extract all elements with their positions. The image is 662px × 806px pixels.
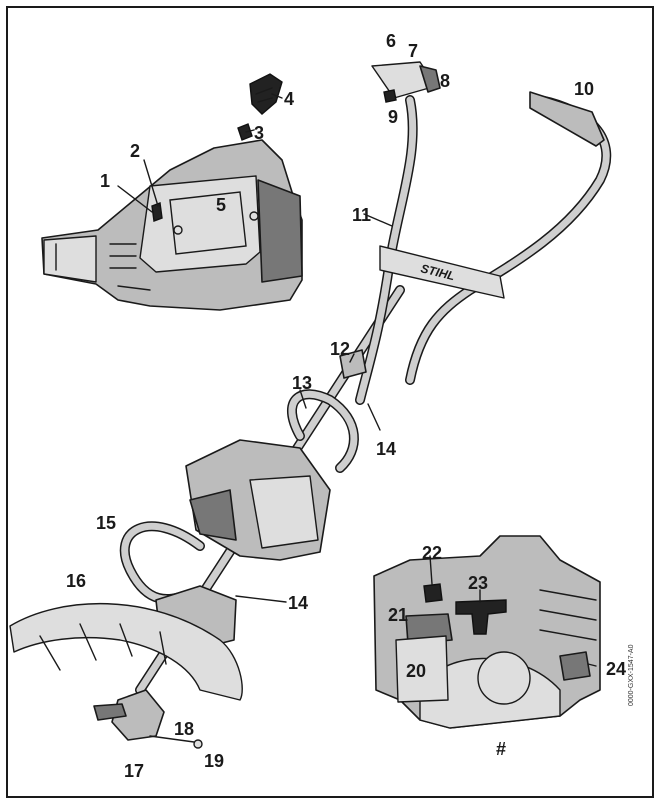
callout-22: 22 [422, 543, 443, 563]
callout-11: 11 [352, 205, 372, 225]
engine-housing [41, 139, 303, 311]
callout-23: 23 [468, 573, 489, 593]
callout-10: 10 [574, 79, 595, 99]
motor-unit [185, 439, 331, 561]
part-4-lever [249, 73, 283, 115]
deflector-guard [9, 603, 243, 701]
callout-15: 15 [96, 513, 117, 533]
callout-1: 1 [100, 171, 111, 191]
callout-24: 24 [606, 659, 627, 679]
callout-4: 4 [284, 89, 295, 109]
callout-16: 16 [66, 571, 87, 591]
callout-19: 19 [204, 751, 225, 771]
part-3-knob [237, 123, 253, 141]
callout-8: 8 [440, 71, 451, 91]
gear-head [93, 689, 203, 749]
callout-14-lower: 14 [288, 593, 309, 613]
callout-20: 20 [406, 661, 427, 681]
callout-3: 3 [254, 123, 265, 143]
callout-18: 18 [174, 719, 195, 739]
callout-14-upper: 14 [376, 439, 397, 459]
leader-lines [117, 93, 597, 667]
callout-5: 5 [216, 195, 227, 215]
callout-hash: # [496, 739, 507, 759]
callout-12: 12 [330, 339, 351, 359]
loop-handle-15 [119, 521, 205, 605]
callout-13: 13 [292, 373, 313, 393]
engine-detail [373, 535, 601, 729]
loop-handle-13 [287, 389, 359, 473]
handlebar [339, 61, 612, 405]
callout-21: 21 [388, 605, 409, 625]
callout-7: 7 [408, 41, 419, 61]
callout-9: 9 [388, 107, 399, 127]
callout-2: 2 [130, 141, 141, 161]
callout-17: 17 [124, 761, 145, 781]
callout-6: 6 [386, 31, 397, 51]
figure-code: 0000-GXX-1547-A0 [628, 644, 635, 706]
